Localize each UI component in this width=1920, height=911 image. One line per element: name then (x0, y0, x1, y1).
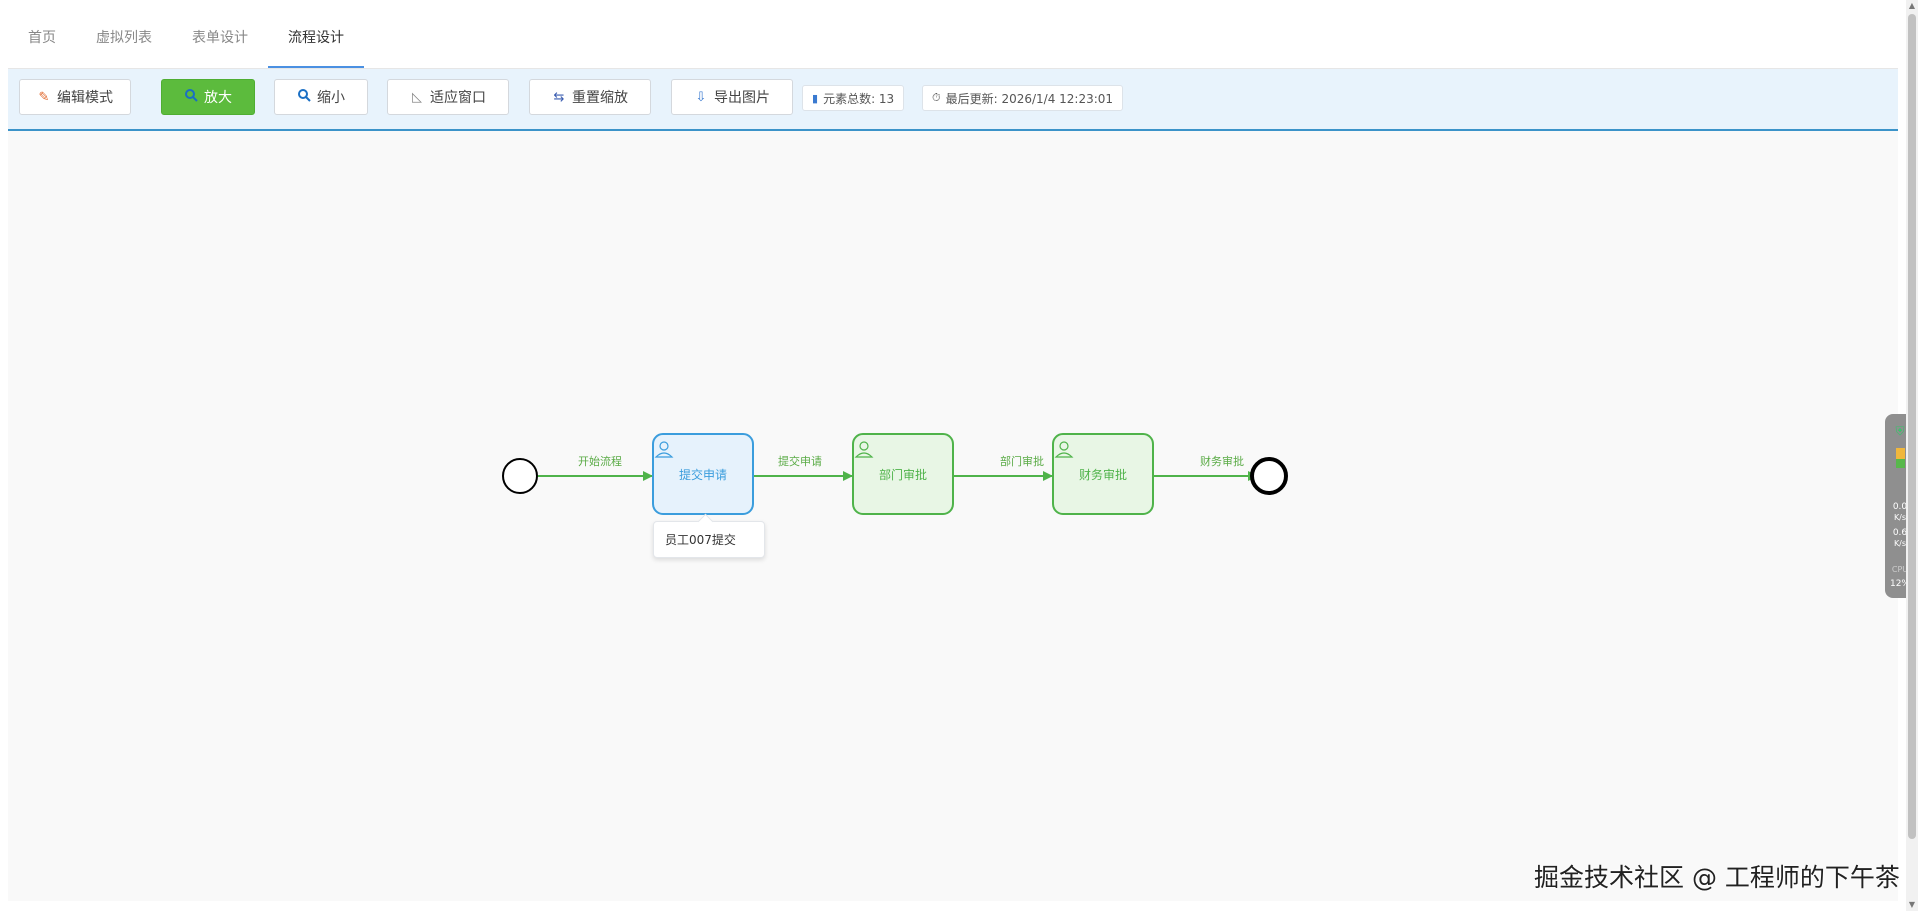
edge-label-2: 部门审批 (1000, 454, 1044, 468)
element-count-text: 元素总数: 13 (823, 91, 895, 106)
edge-label-3: 财务审批 (1200, 454, 1244, 468)
task-department-approval[interactable]: 部门审批 (852, 433, 954, 515)
last-updated-text: 最后更新: 2026/1/4 12:23:01 (945, 91, 1114, 106)
export-icon: ⇩ (695, 89, 707, 105)
shield-icon: ⛨ (1895, 424, 1905, 438)
scroll-up-arrow-icon[interactable]: ▲ (1908, 1, 1916, 10)
edit-mode-label: 编辑模式 (57, 90, 113, 106)
export-image-button[interactable]: ⇩ 导出图片 (671, 79, 793, 115)
cpu-label: CPU (1891, 565, 1909, 574)
vertical-scrollbar[interactable]: ▲ ▼ (1906, 0, 1918, 911)
element-count-badge: ▮ 元素总数: 13 (802, 85, 905, 111)
zoom-in-label: 放大 (204, 90, 232, 106)
toolbar: ✎ 编辑模式 放大 缩小 ◺ 适应窗口 ⇆ 重置缩放 ⇩ 导出图片 ▮ 元素总数… (8, 69, 1898, 131)
task-submit-application[interactable]: 提交申请 (652, 433, 754, 515)
last-updated-badge: ⏱ 最后更新: 2026/1/4 12:23:01 (922, 85, 1124, 111)
watermark: 掘金技术社区 @ 工程师的下午茶 (1534, 863, 1900, 892)
task-label: 提交申请 (679, 467, 727, 482)
reset-arrows-icon: ⇆ (553, 89, 565, 105)
stopwatch-icon: ⏱ (932, 91, 941, 104)
flow-diagram: 开始流程 提交申请 提交申请 部门审批 部门审批 (502, 433, 1288, 515)
download-speed-unit: K/s (1893, 539, 1907, 548)
edge-label-1: 提交申请 (778, 454, 822, 468)
scroll-down-arrow-icon[interactable]: ▼ (1908, 900, 1916, 909)
end-event[interactable] (1250, 457, 1288, 495)
start-event[interactable] (502, 458, 538, 494)
export-image-label: 导出图片 (714, 90, 770, 106)
tab-virtual-list[interactable]: 虚拟列表 (96, 30, 152, 46)
upload-speed-unit: K/s (1893, 513, 1907, 522)
fit-window-button[interactable]: ◺ 适应窗口 (387, 79, 509, 115)
task-label: 财务审批 (1079, 467, 1127, 482)
task-label: 部门审批 (879, 467, 927, 482)
tab-bar: 首页 虚拟列表 表单设计 流程设计 (8, 0, 1898, 69)
upload-speed-value: 0.0 (1892, 502, 1908, 512)
cpu-value: 12% (1889, 579, 1910, 589)
scrollbar-thumb[interactable] (1908, 14, 1916, 839)
zoom-out-button[interactable]: 缩小 (274, 79, 368, 115)
zoom-out-label: 缩小 (317, 90, 345, 106)
task-finance-approval[interactable]: 财务审批 (1052, 433, 1154, 515)
bar-chart-icon: ▮ (812, 91, 819, 105)
zoom-in-icon (184, 88, 198, 106)
zoom-in-button[interactable]: 放大 (161, 79, 255, 115)
tab-form-design[interactable]: 表单设计 (192, 30, 248, 46)
zoom-out-icon (297, 88, 311, 106)
ruler-triangle-icon: ◺ (412, 89, 422, 105)
tab-flow-design[interactable]: 流程设计 (268, 0, 364, 68)
task-tooltip: 员工007提交 (653, 521, 765, 558)
reset-zoom-button[interactable]: ⇆ 重置缩放 (529, 79, 651, 115)
download-speed-value: 0.6 (1892, 528, 1908, 538)
user-icon (654, 441, 674, 458)
user-icon (854, 441, 874, 458)
flow-canvas[interactable]: 开始流程 提交申请 提交申请 部门审批 部门审批 (8, 131, 1898, 901)
edit-mode-button[interactable]: ✎ 编辑模式 (19, 79, 131, 115)
fit-window-label: 适应窗口 (430, 90, 486, 106)
reset-zoom-label: 重置缩放 (572, 90, 628, 106)
memory-gauge-icon (1885, 448, 1915, 470)
tab-home[interactable]: 首页 (28, 30, 56, 46)
user-icon (1054, 441, 1074, 458)
pencil-icon: ✎ (38, 89, 50, 105)
edge-label-start: 开始流程 (578, 454, 622, 468)
